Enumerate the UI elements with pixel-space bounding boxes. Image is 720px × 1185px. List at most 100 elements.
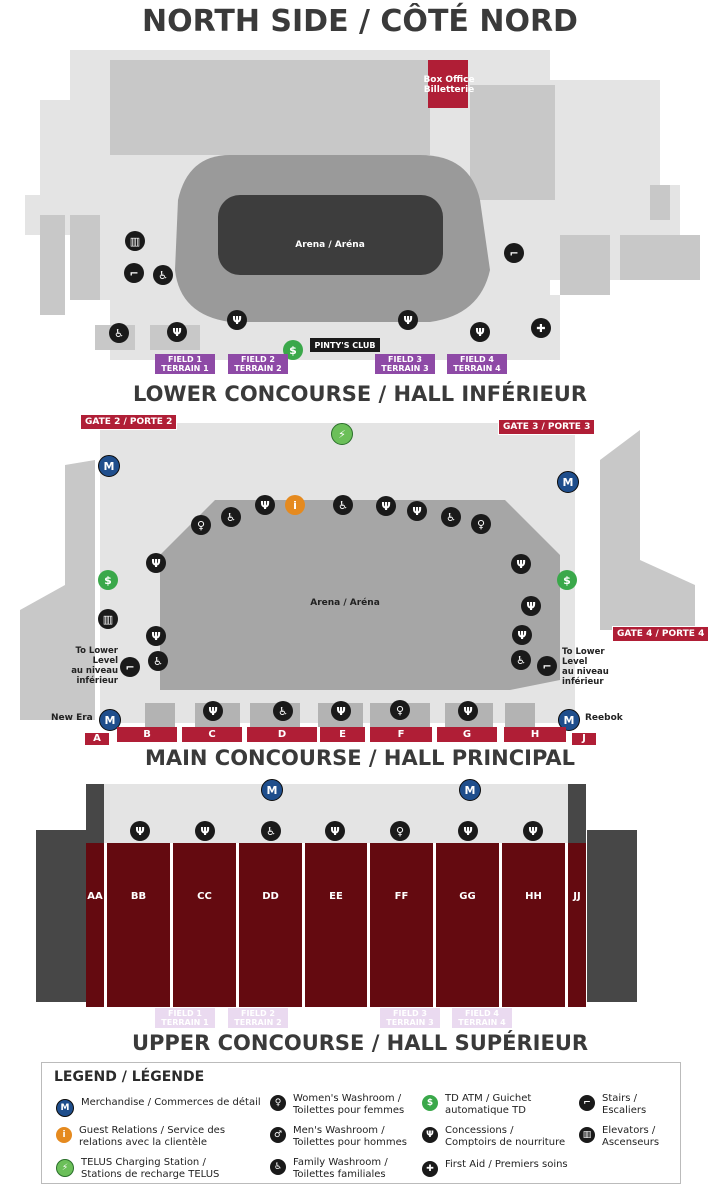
legend-elevators: ▥ Elevators /Ascenseurs [579,1125,659,1149]
legend-line: Stations de recharge TELUS [81,1169,220,1180]
main-arena-bowl [160,500,560,690]
concessions-icon: Ψ [458,701,478,721]
upper-section-jj[interactable]: JJ [573,891,581,902]
legend-text: Stairs /Escaliers [602,1093,646,1117]
main-section-g[interactable]: G [437,727,497,742]
field-label: FIELD 2 [241,1009,275,1018]
concessions-icon: Ψ [458,821,478,841]
gate-2-label: GATE 2 / PORTE 2 [80,414,178,430]
terrain-label: TERRAIN 2 [234,364,282,373]
gate-3-label: GATE 3 / PORTE 3 [498,419,596,435]
merchandise-icon: M [261,779,283,801]
concessions-icon: Ψ [325,821,345,841]
upper-right-corner [568,784,586,844]
family-washroom-icon: ♿ [270,1159,286,1175]
legend-line: relations avec la clientèle [79,1137,208,1148]
terrain-label: TERRAIN 3 [381,364,429,373]
upper-left-wall [36,830,86,1002]
heading-north: NORTH SIDE / CÔTÉ NORD [142,4,578,39]
concessions-icon: Ψ [407,501,427,521]
heading-lower: LOWER CONCOURSE / HALL INFÉRIEUR [132,382,588,406]
legend-line: Toilettes pour hommes [293,1137,408,1148]
to-lower-line: Level [92,656,118,666]
legend-line: Guest Relations / Service des [79,1125,226,1136]
box-office-label: Box Office Billetterie [410,75,488,95]
family-washroom-icon: ♿ [273,701,293,721]
to-lower-line: inférieur [76,676,118,686]
field-label: FIELD 1 [168,355,202,364]
heading-upper: UPPER CONCOURSE / HALL SUPÉRIEUR [131,1031,589,1055]
to-lower-line: au niveau [71,666,118,676]
pintys-club-label: PINTY'S CLUB [314,341,376,350]
concessions-icon: Ψ [195,821,215,841]
legend-text: First Aid / Premiers soins [445,1159,568,1171]
concessions-icon: Ψ [130,821,150,841]
legend-concessions: Ψ Concessions /Comptoirs de nourriture [422,1125,565,1149]
main-section-h[interactable]: H [504,727,566,742]
field-label: FIELD 2 [241,355,275,364]
arena-floor [218,195,443,275]
atm-icon: $ [283,340,303,360]
main-section-e[interactable]: E [320,727,365,742]
concessions-icon: Ψ [376,496,396,516]
main-section-f[interactable]: F [370,727,432,742]
upper-section-aa[interactable]: AA [87,891,103,902]
atm-icon: $ [98,570,118,590]
concessions-icon: Ψ [203,701,223,721]
upper-section-gg[interactable]: GG [459,891,476,902]
upper-gaps [104,843,568,1007]
first-aid-icon: ✚ [422,1161,438,1177]
family-washroom-icon: ♿ [148,651,168,671]
womens-washroom-icon: ♀ [390,700,410,720]
guest-relations-icon: i [56,1127,72,1143]
stairs-icon: ⌐ [579,1095,595,1111]
womens-washroom-icon: ♀ [390,821,410,841]
legend-mens-washroom: ♂ Men's Washroom /Toilettes pour hommes [270,1125,407,1149]
reebok-label: Reebok [585,713,623,723]
main-section-b[interactable]: B [117,727,177,742]
legend-title: LEGEND / LÉGENDE [54,1069,205,1085]
legend-first-aid: ✚ First Aid / Premiers soins [422,1159,568,1177]
terrain-label: TERRAIN 2 [234,1018,282,1027]
to-lower-line: Level [562,657,588,667]
upper-section-ff[interactable]: FF [394,891,409,902]
field-label: FIELD 3 [388,355,422,364]
concessions-icon: Ψ [512,625,532,645]
family-washroom-icon: ♿ [441,507,461,527]
main-section-d[interactable]: D [247,727,317,742]
legend-line: Ascenseurs [602,1137,660,1148]
family-washroom-icon: ♿ [261,821,281,841]
upper-section-cc[interactable]: CC [197,891,212,902]
to-lower-line: To Lower [562,647,605,657]
field-label: FIELD 4 [460,355,494,364]
main-outer-buildings [20,430,695,720]
upper-section-dd[interactable]: DD [262,891,279,902]
gate-4-label: GATE 4 / PORTE 4 [612,626,710,642]
legend-ev-charging: ⚡ TELUS Charging Station /Stations de re… [56,1157,219,1181]
upper-section-bb[interactable]: BB [130,891,147,902]
concessions-icon: Ψ [398,310,418,330]
to-lower-line: inférieur [562,677,604,687]
terrain-label: TERRAIN 3 [386,1018,434,1027]
merchandise-icon: M [99,709,121,731]
legend-text: Women's Washroom /Toilettes pour femmes [293,1093,404,1117]
upper-section-ee[interactable]: EE [329,891,343,902]
elevator-icon: ▥ [579,1127,595,1143]
stairs-icon: ⌐ [124,263,144,283]
legend-line: automatique TD [445,1105,526,1116]
main-section-j[interactable]: J [572,733,596,745]
legend-line: Stairs / [602,1093,638,1104]
stairs-icon: ⌐ [120,657,140,677]
field-label: FIELD 3 [393,1009,427,1018]
upper-section-hh[interactable]: HH [525,891,542,902]
main-section-a[interactable]: A [85,733,109,745]
field-label: FIELD 1 [168,1009,202,1018]
main-section-c[interactable]: C [182,727,242,742]
upper-section-base [86,843,586,1007]
merchandise-icon: M [459,779,481,801]
concessions-icon: Ψ [523,821,543,841]
concessions-icon: Ψ [511,554,531,574]
